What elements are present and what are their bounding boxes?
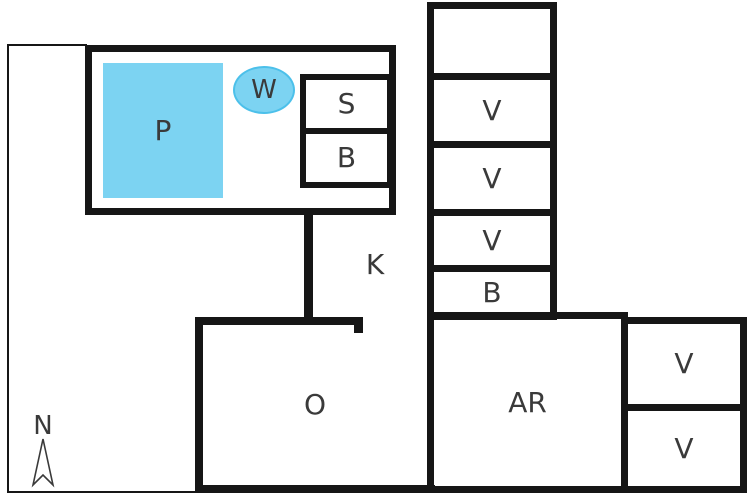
compass-north: N	[28, 413, 58, 439]
room-b-upper: B	[300, 128, 393, 188]
room-label-v-4: V	[674, 347, 694, 380]
room-label-b-lower: B	[482, 275, 502, 309]
north-arrow-icon	[31, 438, 55, 488]
room-v-3: V	[427, 209, 557, 272]
wall-door-jamb	[354, 317, 363, 333]
room-label-ar: AR	[508, 385, 547, 419]
room-v-1: V	[427, 73, 557, 148]
pool-basin: P	[103, 63, 223, 198]
room-top-unlabeled	[427, 2, 557, 80]
room-s: S	[300, 74, 393, 134]
room-v-4: V	[621, 317, 747, 411]
room-label-s: S	[337, 87, 356, 120]
wall-o-left	[195, 317, 203, 493]
room-ar: AR	[427, 312, 628, 493]
room-v-2: V	[427, 141, 557, 216]
room-label-o: O	[303, 388, 327, 421]
whirlpool: W	[233, 66, 295, 114]
wall-k-left	[304, 209, 313, 325]
room-label-b-upper: B	[336, 141, 357, 174]
room-label-v-3: V	[482, 223, 502, 257]
outline-top	[7, 44, 87, 46]
wall-o-bottom	[195, 485, 435, 493]
room-pool-hall: P W	[85, 45, 396, 215]
room-label-pool: P	[154, 113, 172, 147]
room-label-v-5: V	[674, 431, 694, 465]
room-label-k: K	[365, 248, 385, 281]
room-o: O	[285, 385, 345, 425]
room-k: K	[345, 245, 405, 285]
room-label-whirlpool: W	[251, 75, 277, 105]
wall-o-top	[195, 317, 363, 325]
room-v-5: V	[621, 404, 747, 493]
room-label-v-1: V	[482, 93, 502, 127]
compass-label: N	[33, 411, 53, 441]
outline-bottom	[7, 491, 197, 493]
room-label-v-2: V	[482, 161, 502, 195]
outline-left	[7, 44, 9, 493]
